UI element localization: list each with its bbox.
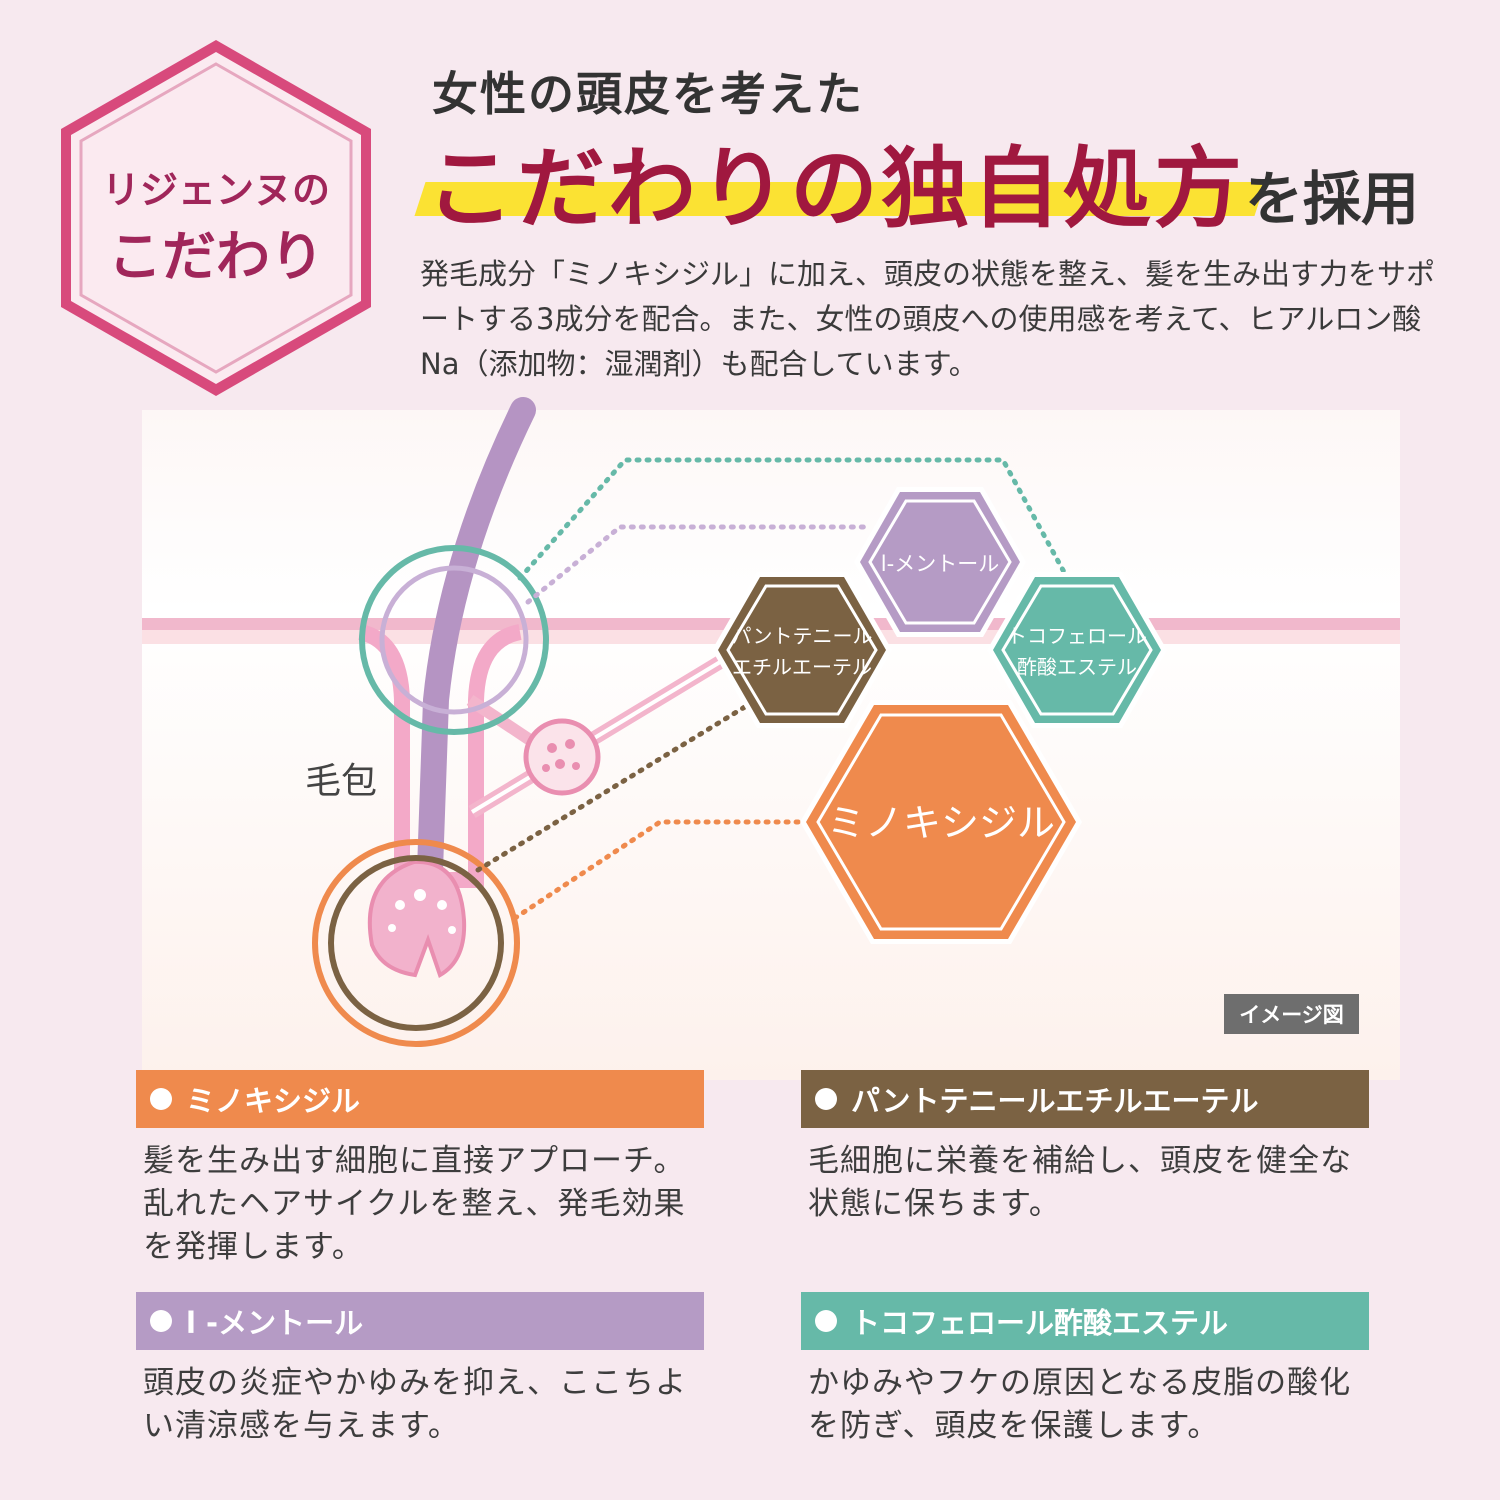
title-rest: を採用 [1245,165,1420,233]
sebaceous-gland [523,718,601,796]
bullet-icon [150,1088,172,1110]
ingredient-desc-minoxidil: 髪を生み出す細胞に直接アプローチ。乱れたヘアサイクルを整え、発毛効果を発揮します… [143,1143,686,1265]
ingredient-name: パントテニールエチルエーテル [851,1084,1259,1118]
diagram-background [142,410,1400,1080]
ingredient-desc-menthol: 頭皮の炎症やかゆみを抑え、ここちよい清涼感を与えます。 [143,1365,687,1444]
hex-tocopherol: トコフェロール 酢酸エステル [987,572,1167,728]
bullet-icon [815,1088,837,1110]
hex-panthenyl: パントテニール エチルエーテル [712,572,892,728]
header-title: こだわりの独自処方を採用 [414,118,1480,240]
connector-minoxidil [512,819,808,921]
hair-shaft [417,397,536,883]
header-subtitle: 女性の頭皮を考えた [432,67,864,121]
hex-tocopherol-label-1: トコフェロール [1007,624,1147,648]
hex-minoxidil-label: ミノキシジル [827,801,1055,845]
connector-menthol [525,524,873,605]
ingredient-header-menthol: l -メントール [136,1292,704,1350]
scalp-target-ring-inner [379,565,529,715]
badge-line-1: リジェンヌの [102,167,330,212]
intro-text: 発毛成分「ミノキシジル」に加え、頭皮の状態を整え、髪を生み出す力をサポートする3… [420,257,1436,381]
hex-panthenyl-label-2: エチルエーテル [732,655,872,679]
bulb-target-ring-outer [312,839,520,1047]
title-emphasis: こだわりの独自処方 [426,137,1246,240]
image-tag: イメージ図 [1224,994,1359,1034]
hair-bulb [367,859,467,978]
scalp-target-ring-outer [359,545,549,735]
hex-minoxidil: ミノキシジル [800,700,1082,944]
ingredient-header-minoxidil: ミノキシジル [136,1070,704,1128]
connector-tocopherol [517,457,1067,581]
bullet-icon [150,1310,172,1332]
ingredient-header-panthenyl: パントテニールエチルエーテル [801,1070,1369,1128]
hex-tocopherol-label-2: 酢酸エステル [1017,655,1137,679]
hex-panthenyl-label-1: パントテニール [732,624,873,648]
connector-panthenyl [475,702,751,873]
badge-line-2: こだわり [108,224,324,288]
ingredient-header-tocopherol: トコフェロール酢酸エステル [801,1292,1369,1350]
hex-menthol-label: l-メントール [881,552,999,576]
ingredient-name: トコフェロール酢酸エステル [851,1306,1229,1340]
bullet-icon [815,1310,837,1332]
badge-hexagon: リジェンヌの こだわり [61,40,371,396]
hero-illustration: リジェンヌの こだわり l-メントール パントテニール エチルエーテル [61,40,1400,1047]
hex-menthol: l-メントール [854,487,1026,637]
ingredient-name: l -メントール [186,1306,364,1340]
bulb-target-ring-inner [328,855,504,1031]
follicle-label: 毛包 [305,761,378,802]
ingredient-desc-panthenyl: 毛細胞に栄養を補給し、頭皮を健全な状態に保ちます。 [808,1143,1352,1222]
ingredient-name: ミノキシジル [186,1084,361,1118]
ingredient-desc-tocopherol: かゆみやフケの原因となる皮脂の酸化を防ぎ、頭皮を保護します。 [808,1365,1352,1444]
